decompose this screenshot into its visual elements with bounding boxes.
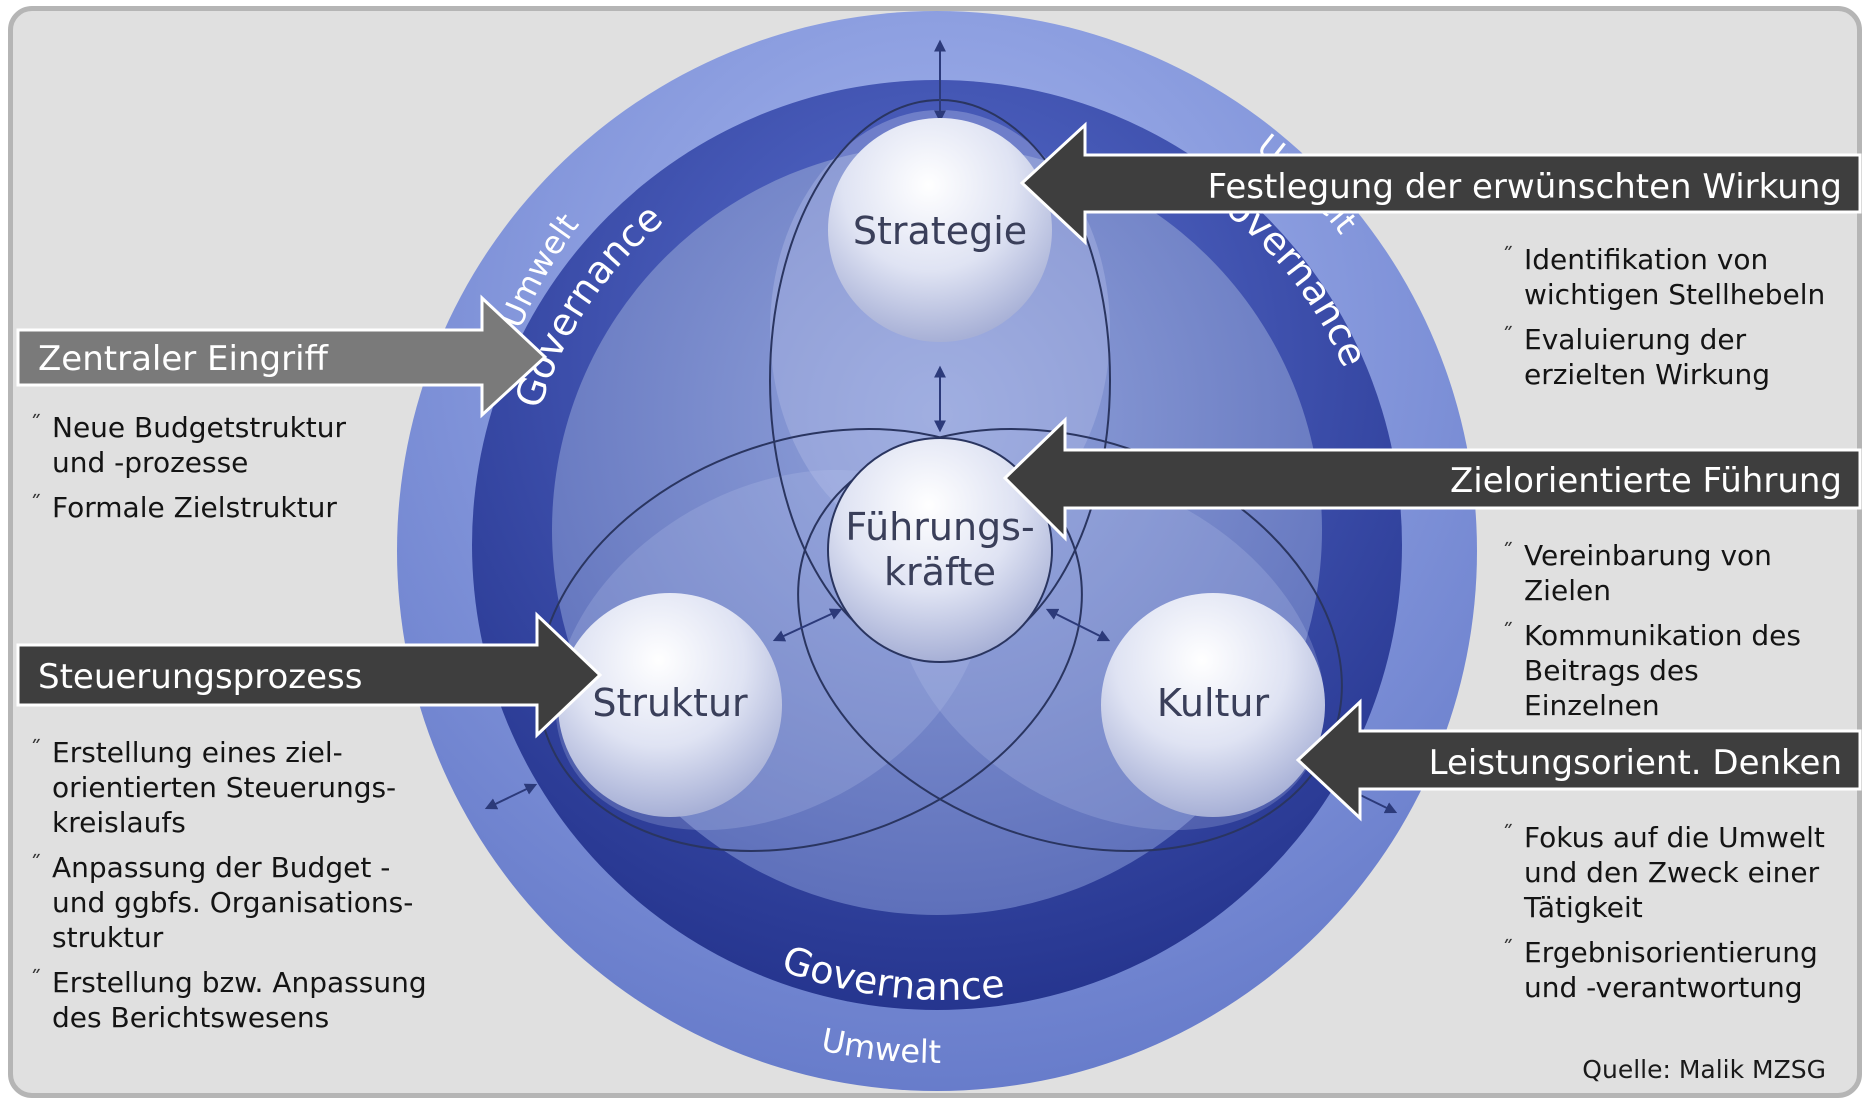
list-item: ˝Erstellung bzw. Anpassung des Berichtsw… [30, 966, 427, 1034]
svg-text:Festlegung der erwünschten Wir: Festlegung der erwünschten Wirkung [1208, 167, 1842, 207]
label-fuehrung-line1: Führungs- [845, 505, 1034, 549]
list-item: ˝Identifikation von wichtigen Stellhebel… [1502, 243, 1826, 311]
list-item: ˝Anpassung der Budget -und ggbfs. Organi… [30, 851, 414, 954]
sphere-kultur [1101, 593, 1325, 817]
list-festlegung: ˝Identifikation von wichtigen Stellhebel… [1500, 242, 1830, 402]
source-note: Quelle: Malik MZSG [1582, 1055, 1826, 1084]
arrow-festlegung: Festlegung der erwünschten Wirkung [1019, 121, 1862, 246]
list-item: ˝Erstellung eines ziel-orientierten Steu… [30, 736, 397, 839]
svg-text:Zentraler Eingriff: Zentraler Eingriff [38, 339, 330, 379]
label-strategie: Strategie [853, 209, 1027, 253]
list-item: ˝Fokus auf die Umwelt und den Zweck eine… [1502, 821, 1825, 924]
svg-text:Leistungsorient. Denken: Leistungsorient. Denken [1429, 743, 1842, 783]
list-item: ˝Kommunikation des Beitrags des Einzelne… [1502, 619, 1801, 722]
sphere-fuehrungskraefte [827, 437, 1053, 663]
sphere-struktur [558, 593, 782, 817]
list-item: ˝Neue Budgetstruktur und -prozesse [30, 411, 347, 479]
list-item: ˝Evaluierung der erzielten Wirkung [1502, 323, 1771, 391]
label-fuehrung-line2: kräfte [884, 550, 996, 594]
arrow-left-outer [484, 783, 538, 810]
list-item: ˝Formale Zielstruktur [30, 491, 337, 524]
sphere-strategie [828, 118, 1052, 342]
list-item: ˝Vereinbarung von Zielen [1502, 539, 1772, 607]
svg-text:Steuerungsprozess: Steuerungsprozess [38, 657, 362, 697]
loop-left [537, 428, 1083, 852]
arrow-zielorientierte-fuehrung: Zielorientierte Führung [1002, 416, 1862, 542]
label-kultur: Kultur [1157, 681, 1270, 725]
list-zentraler-eingriff: ˝Neue Budgetstruktur und -prozesse ˝Form… [28, 410, 378, 535]
list-item: ˝Ergebnisorientierung und -verantwortung [1502, 936, 1818, 1004]
svg-text:Zielorientierte Führung: Zielorientierte Führung [1450, 461, 1842, 501]
arrow-zentraler-eingriff: Zentraler Eingriff [16, 294, 548, 419]
arrow-fuehrung-struktur [772, 608, 843, 642]
list-leistungsorient: ˝Fokus auf die Umwelt und den Zweck eine… [1500, 820, 1855, 1015]
list-zielorientierte-fuehrung: ˝Vereinbarung von Zielen ˝Kommunikation … [1500, 538, 1830, 733]
arrow-steuerungsprozess: Steuerungsprozess [16, 611, 603, 739]
arrow-leistungsorient: Leistungsorient. Denken [1295, 698, 1862, 822]
arrow-fuehrung-kultur [1045, 608, 1111, 642]
label-struktur: Struktur [592, 681, 748, 725]
list-steuerungsprozess: ˝Erstellung eines ziel-orientierten Steu… [28, 735, 428, 1045]
